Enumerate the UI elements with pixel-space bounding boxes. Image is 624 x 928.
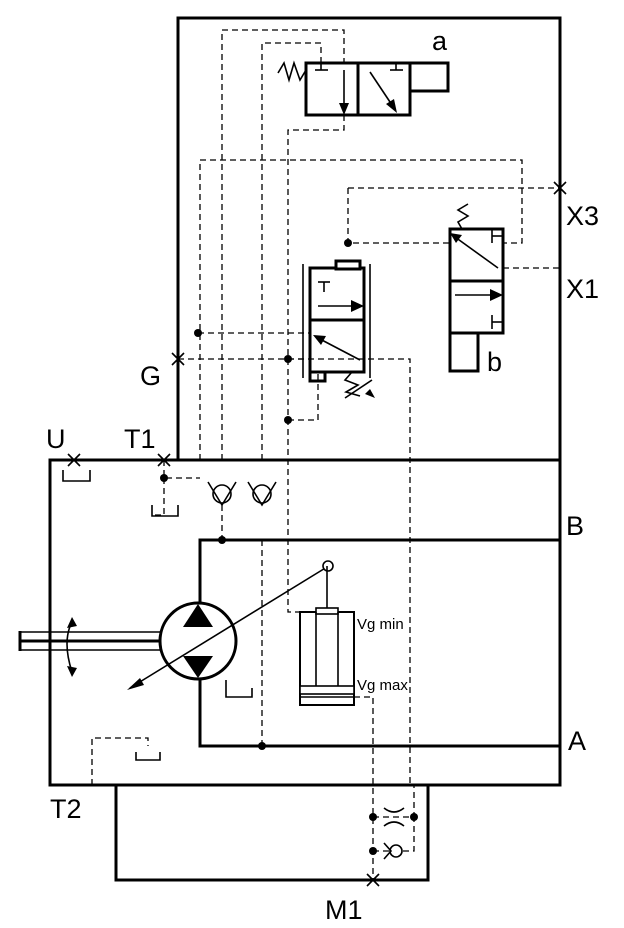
main-line-a bbox=[198, 668, 560, 748]
port-label-g: G bbox=[140, 361, 161, 391]
setting-cylinder: Vg min Vg max bbox=[299, 566, 408, 706]
vg-max-label: Vg max bbox=[357, 677, 408, 694]
junction-dots bbox=[160, 239, 418, 855]
control-block-outline bbox=[176, 16, 562, 460]
port-label-u: U bbox=[46, 424, 66, 454]
port-label-x3: X3 bbox=[566, 201, 599, 231]
port-label-b: b bbox=[487, 347, 502, 377]
tank-symbols bbox=[62, 470, 179, 761]
main-line-b bbox=[198, 538, 560, 612]
port-label-m1: M1 bbox=[325, 895, 363, 925]
port-label-x1: X1 bbox=[566, 274, 599, 304]
variable-displacement-pump-symbol bbox=[18, 560, 334, 698]
port-label-a: a bbox=[432, 26, 448, 56]
port-label-t2: T2 bbox=[50, 794, 82, 824]
port-markers bbox=[67, 181, 567, 887]
lower-external-line bbox=[114, 785, 430, 882]
pump-housing-outline bbox=[48, 458, 562, 787]
pilot-lines bbox=[91, 29, 560, 880]
solenoid-valve-a: a bbox=[277, 26, 450, 117]
pressure-control-valve bbox=[302, 259, 375, 399]
port-label-port-b: B bbox=[566, 511, 584, 541]
vg-min-label: Vg min bbox=[357, 616, 404, 633]
control-valve-b: b bbox=[448, 203, 505, 377]
port-label-t1: T1 bbox=[124, 424, 156, 454]
check-valves bbox=[207, 481, 405, 860]
port-label-port-a: A bbox=[568, 726, 586, 756]
